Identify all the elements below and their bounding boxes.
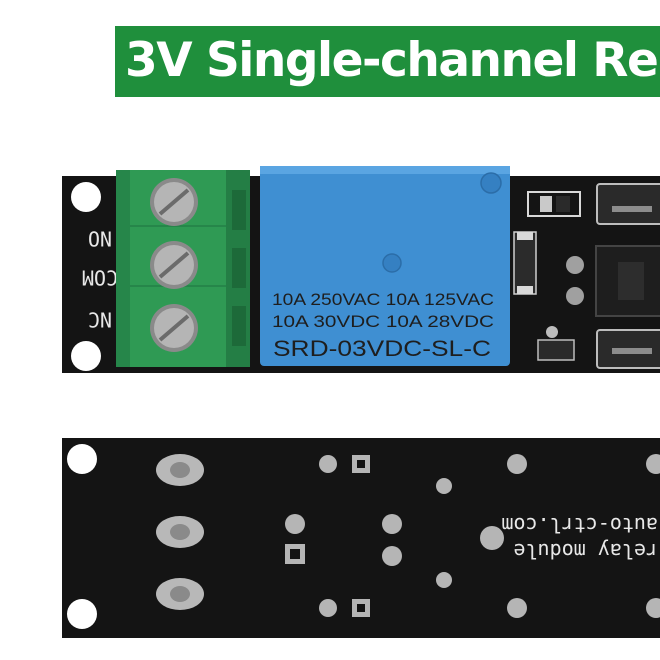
mounting-hole-bottom-board-bottom	[67, 599, 97, 629]
relay-rating-ac: 10A 250VAC 10A 125VAC	[272, 290, 494, 309]
mounting-hole-bottom-left	[71, 341, 101, 371]
terminal-screw-nc	[150, 304, 198, 352]
solder-pads	[156, 454, 660, 618]
relay-dot-corner	[480, 172, 502, 194]
bottom-board: auto-ctrl.com relay module	[62, 438, 660, 638]
silk-url-mirrored: auto-ctrl.com	[501, 513, 658, 537]
mounting-hole-bottom-board-top	[67, 444, 97, 474]
label-com: COM	[82, 266, 118, 290]
mounting-hole-top-left	[71, 182, 101, 212]
label-nc: NC	[88, 308, 112, 332]
terminal-screw-com	[150, 241, 198, 289]
title-banner: 3V Single-channel Relay	[115, 26, 660, 97]
relay-dot-center	[382, 253, 402, 273]
relay: 10A 250VAC 10A 125VAC 10A 30VDC 10A 28VD…	[260, 166, 510, 366]
relay-model: SRD-03VDC-SL-C	[273, 336, 491, 361]
silk-module-mirrored: relay module	[514, 539, 659, 563]
top-board: NO COM NC	[62, 166, 660, 373]
terminal-screw-no	[150, 178, 198, 226]
smd-components	[513, 183, 660, 369]
banner-title: 3V Single-channel Relay	[125, 33, 660, 88]
relay-rating-dc: 10A 30VDC 10A 28VDC	[272, 312, 494, 331]
label-no: NO	[88, 227, 112, 251]
